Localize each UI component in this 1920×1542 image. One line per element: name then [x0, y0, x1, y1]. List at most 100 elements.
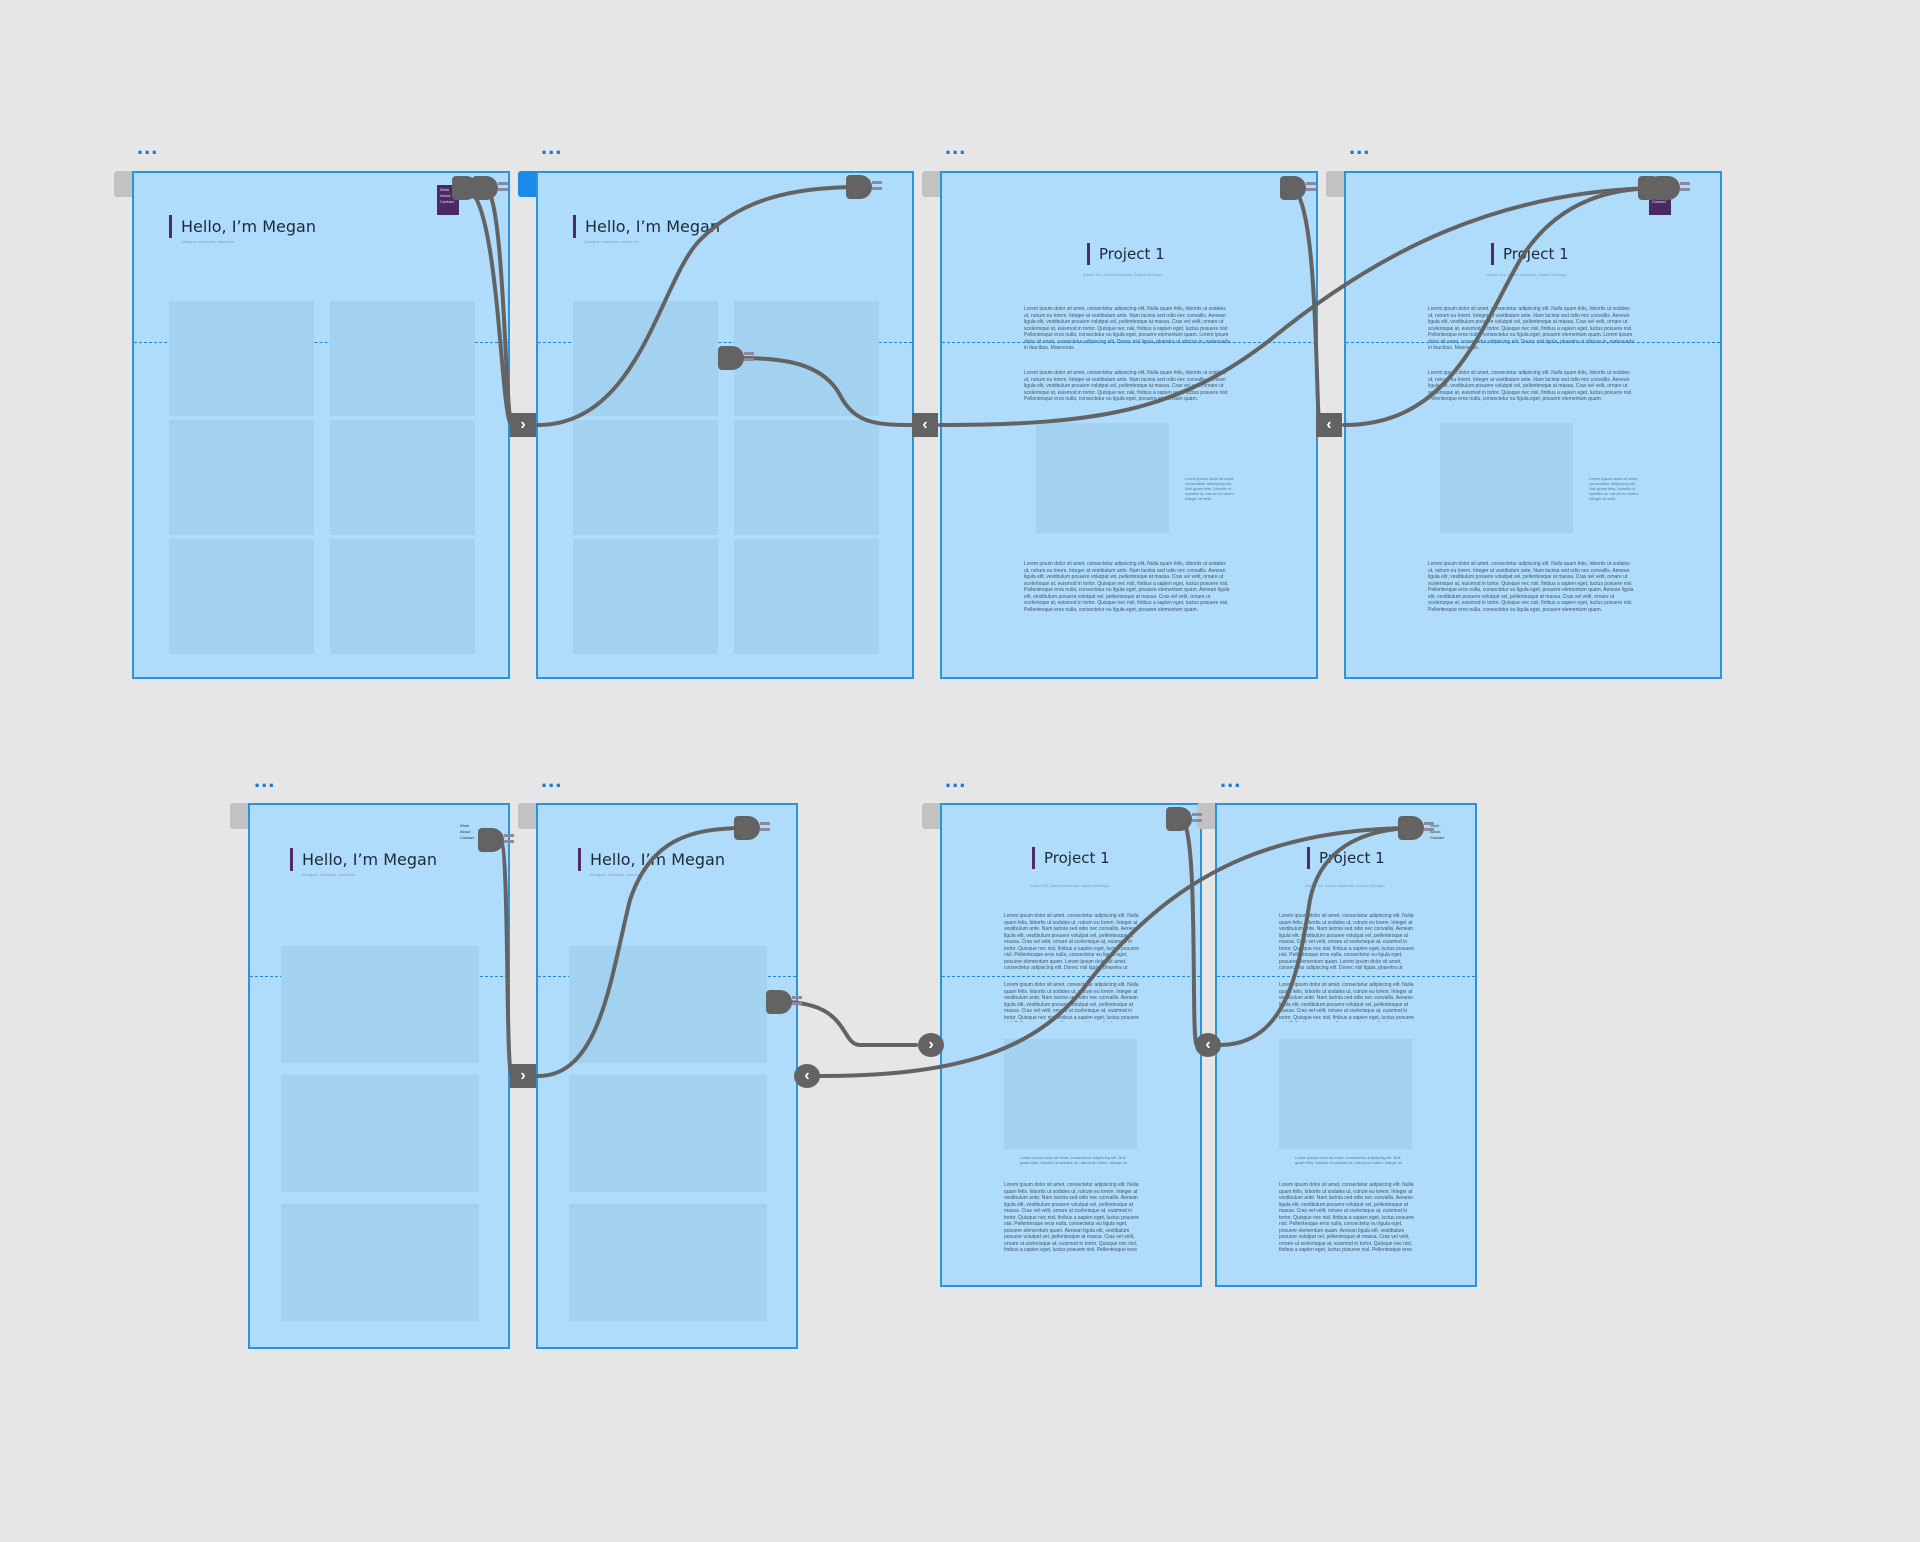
body-paragraph: Lorem ipsum dolor sit amet, consectetur …: [1004, 982, 1140, 1022]
artboard-project-desktop[interactable]: Project 1 Adobe XD, Adobe Illustrator, A…: [940, 171, 1318, 679]
artboard-home-desktop[interactable]: Hello, I’m Megan Designer, someone, abou…: [536, 171, 914, 679]
body-paragraph: Lorem ipsum dolor sit amet, consectetur …: [1279, 1182, 1415, 1254]
project-thumbnail: [573, 539, 718, 654]
project-thumbnail: [281, 1075, 479, 1192]
page-subtitle: Designer, someone, about me: [585, 239, 639, 244]
artboard-project-tablet[interactable]: Work About Contact Project 1 Adobe XD, A…: [1215, 803, 1477, 1287]
nav-item-work[interactable]: Work: [440, 187, 450, 192]
wire-target-back-icon[interactable]: ‹: [1195, 1033, 1221, 1057]
nav-item-about[interactable]: About: [460, 829, 471, 834]
project-image: [1004, 1039, 1137, 1149]
fold-line: [942, 976, 1200, 977]
wire-plug-icon[interactable]: [766, 990, 802, 1014]
project-thumbnail: [734, 420, 879, 535]
image-caption: Lorem ipsum dolor sit amet, consectetur …: [1589, 476, 1639, 501]
project-thumbnail: [169, 420, 314, 535]
project-thumbnail: [281, 946, 479, 1063]
body-paragraph: Lorem ipsum dolor sit amet, consectetur …: [1279, 913, 1415, 971]
body-paragraph: Lorem ipsum dolor sit amet, consectetur …: [1428, 306, 1634, 351]
project-meta: Adobe XD, Adobe Illustrator, Adobe InDes…: [1030, 883, 1110, 888]
project-thumbnail: [281, 1204, 479, 1321]
fold-line: [1346, 342, 1720, 343]
artboard-tab[interactable]: [922, 803, 942, 829]
nav-menu: Work About Contact: [460, 823, 474, 841]
artboard-menu-icon[interactable]: ...: [945, 134, 967, 159]
artboard-tab[interactable]: [922, 171, 942, 197]
artboard-menu-icon[interactable]: ...: [541, 767, 563, 792]
wire-plug-icon[interactable]: [734, 816, 770, 840]
nav-item-about[interactable]: About: [1430, 829, 1441, 834]
page-subtitle: Designer, someone, about me: [181, 239, 235, 244]
wire-target-next-icon[interactable]: ›: [918, 1033, 944, 1057]
page-subtitle: Designer, someone, about me: [302, 872, 356, 877]
artboard-tab[interactable]: [1326, 171, 1346, 197]
artboard-menu-icon[interactable]: ...: [541, 134, 563, 159]
artboard-home-tablet[interactable]: Hello, I’m Megan Designer, someone, abou…: [536, 803, 798, 1349]
nav-item-work[interactable]: Work: [460, 823, 470, 828]
artboard-menu-icon[interactable]: ...: [137, 134, 159, 159]
body-paragraph: Lorem ipsum dolor sit amet, consectetur …: [1024, 370, 1229, 402]
wire-target-back-icon[interactable]: ‹: [794, 1064, 820, 1088]
project-meta: Adobe XD, Adobe Illustrator, Adobe InDes…: [1487, 272, 1567, 277]
wire-target-back-icon[interactable]: ‹: [912, 413, 938, 437]
project-thumbnail: [569, 946, 767, 1063]
body-paragraph: Lorem ipsum dolor sit amet, consectetur …: [1024, 306, 1230, 351]
project-thumbnail: [734, 539, 879, 654]
artboard-menu-icon[interactable]: ...: [1220, 767, 1242, 792]
project-thumbnail: [573, 301, 718, 416]
wire-plug-icon[interactable]: [1280, 176, 1316, 200]
project-thumbnail: [330, 301, 475, 416]
image-caption: Lorem ipsum dolor sit amet, consectetur …: [1185, 476, 1235, 501]
page-title: Hello, I’m Megan: [578, 848, 725, 871]
project-title: Project 1: [1491, 243, 1569, 265]
project-thumbnail: [573, 420, 718, 535]
artboard-tab[interactable]: [1197, 803, 1217, 829]
nav-menu: Work About Contact: [1430, 823, 1444, 841]
nav-item-contact[interactable]: Contact: [440, 199, 454, 204]
artboard-tab-selected[interactable]: [518, 171, 538, 197]
body-paragraph: Lorem ipsum dolor sit amet, consectetur …: [1279, 982, 1415, 1022]
project-image: [1440, 423, 1573, 533]
project-title: Project 1: [1087, 243, 1165, 265]
page-title: Hello, I’m Megan: [169, 215, 316, 238]
nav-item-contact[interactable]: Contact: [1430, 835, 1444, 840]
wire-plug-icon[interactable]: [846, 175, 882, 199]
project-meta: Adobe XD, Adobe Illustrator, Adobe InDes…: [1305, 883, 1385, 888]
wire-plug-icon[interactable]: [1398, 816, 1434, 840]
wire-plug-icon[interactable]: [478, 828, 514, 852]
wire-plug-icon[interactable]: [1166, 807, 1202, 831]
project-meta: Adobe XD, Adobe Illustrator, Adobe InDes…: [1083, 272, 1163, 277]
wire-plug-icon[interactable]: [718, 346, 754, 370]
artboard-menu-icon[interactable]: ...: [254, 767, 276, 792]
project-thumbnail: [330, 420, 475, 535]
artboard-tab[interactable]: [114, 171, 134, 197]
wire-target-next-icon[interactable]: ›: [510, 413, 536, 437]
nav-item-about[interactable]: About: [440, 193, 451, 198]
nav-item-contact[interactable]: Contact: [460, 835, 474, 840]
wire-plug-icon[interactable]: [472, 176, 508, 200]
artboard-tab[interactable]: [518, 803, 538, 829]
fold-line: [1217, 976, 1475, 977]
artboard-home-desktop[interactable]: Work About Contact Hello, I’m Megan Desi…: [132, 171, 510, 679]
wire-target-next-icon[interactable]: ›: [510, 1064, 536, 1088]
body-paragraph: Lorem ipsum dolor sit amet, consectetur …: [1428, 561, 1634, 613]
artboard-tab[interactable]: [230, 803, 250, 829]
artboard-home-tablet[interactable]: Work About Contact Hello, I’m Megan Desi…: [248, 803, 510, 1349]
artboard-menu-icon[interactable]: ...: [945, 767, 967, 792]
artboard-menu-icon[interactable]: ...: [1349, 134, 1371, 159]
project-thumbnail: [734, 301, 879, 416]
page-title: Hello, I’m Megan: [290, 848, 437, 871]
body-paragraph: Lorem ipsum dolor sit amet, consectetur …: [1024, 561, 1230, 613]
artboard-project-desktop[interactable]: Work About Contact Project 1 Adobe XD, A…: [1344, 171, 1722, 679]
project-image: [1036, 423, 1169, 533]
fold-line: [134, 342, 508, 343]
wire-plug-icon[interactable]: [1654, 176, 1690, 200]
artboard-project-tablet[interactable]: Project 1 Adobe XD, Adobe Illustrator, A…: [940, 803, 1202, 1287]
project-thumbnail: [569, 1075, 767, 1192]
wire-target-back-icon[interactable]: ‹: [1316, 413, 1342, 437]
project-thumbnail: [169, 539, 314, 654]
body-paragraph: Lorem ipsum dolor sit amet, consectetur …: [1004, 913, 1140, 971]
page-title: Hello, I’m Megan: [573, 215, 720, 238]
body-paragraph: Lorem ipsum dolor sit amet, consectetur …: [1004, 1182, 1140, 1254]
nav-item-work[interactable]: Work: [1430, 823, 1440, 828]
